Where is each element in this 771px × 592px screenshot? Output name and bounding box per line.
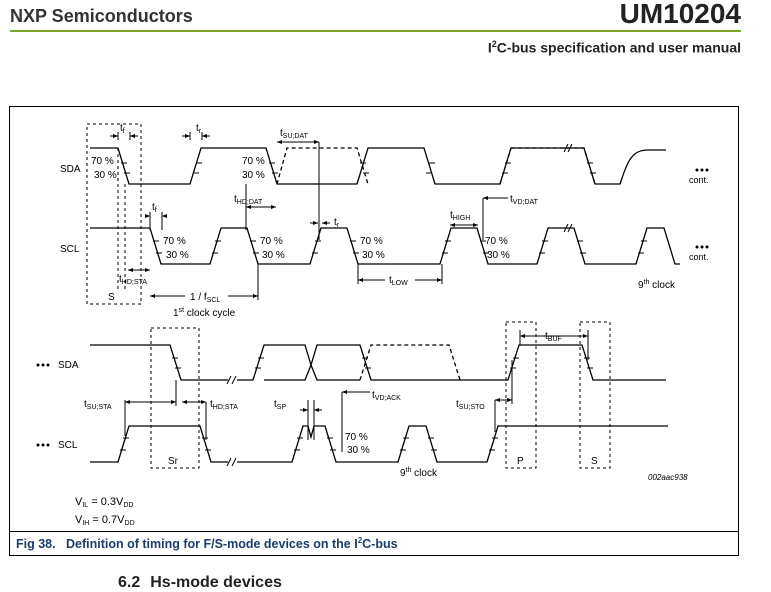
ninth-clock-label-upper: 9th clock <box>638 279 676 291</box>
tsudat-label: tSU;DAT <box>280 128 309 140</box>
svg-text:70 %: 70 % <box>485 236 508 247</box>
stop-label: P <box>517 456 524 467</box>
thigh-label: tHIGH <box>450 210 470 222</box>
lower-sda-low <box>264 363 360 381</box>
tsusta-label: tSU;STA <box>84 399 112 411</box>
svg-text:70 %: 70 % <box>91 156 114 167</box>
upper-sda-label: SDA <box>60 164 81 175</box>
svg-text:70 %: 70 % <box>242 156 265 167</box>
first-clock-label: 1st clock cycle <box>173 307 236 319</box>
start-label: S <box>108 292 115 303</box>
tsp-label: tSP <box>274 399 286 411</box>
svg-text:30 %: 30 % <box>166 250 189 261</box>
figure-caption-rule <box>10 531 738 532</box>
tr-label: tr <box>196 123 202 135</box>
lower-scl-waveform <box>90 425 668 463</box>
svg-text:30 %: 30 % <box>262 250 285 261</box>
upper-sda-waveform <box>90 147 666 185</box>
upper-break-marks <box>563 143 573 233</box>
diagram-labels: SDA SCL cont. cont. 70 % 30 % 70 % 30 % … <box>58 123 709 527</box>
continuation-dots <box>36 168 709 447</box>
document-id: UM10204 <box>619 0 741 29</box>
vih-note: VIH = 0.7VDD <box>75 514 135 527</box>
thddat-label: tHD;DAT <box>234 194 263 206</box>
start-condition-box <box>86 123 142 305</box>
start-label-lower: S <box>591 456 598 467</box>
tf-label: tf <box>120 123 125 135</box>
tlow-label: tLOW <box>389 275 408 287</box>
repeated-start-box <box>150 327 200 469</box>
section-number: 6.2 <box>118 574 141 591</box>
thdsta-label: tHD;STA <box>119 274 147 286</box>
document-subtitle: I2C-bus specification and user manual <box>487 39 741 56</box>
lower-scl-label: SCL <box>58 440 78 451</box>
upper-sda-data-dashed <box>276 147 596 185</box>
tvddat-label: tVD;DAT <box>510 194 539 206</box>
figure-frame <box>9 106 739 556</box>
upper-timing <box>90 147 680 265</box>
second-start-box <box>579 321 611 469</box>
lower-sda-label: SDA <box>58 360 79 371</box>
tbuf-label: tBUF <box>545 331 562 343</box>
vil-note: VIL = 0.3VDD <box>75 496 133 509</box>
section-heading: 6.2 Hs-mode devices <box>118 574 282 592</box>
tvdack-label: tVD;ACK <box>372 390 401 402</box>
period-label: 1 / fSCL <box>190 292 220 304</box>
svg-text:70 %: 70 % <box>163 236 186 247</box>
upper-scl-slope-marks <box>153 240 647 254</box>
svg-text:30 %: 30 % <box>487 250 510 261</box>
lower-sda-waveform <box>90 344 666 381</box>
lower-slope-marks <box>120 357 593 451</box>
company-name: NXP Semiconductors <box>10 6 193 26</box>
tsusto-label: tSU;STO <box>456 399 485 411</box>
repeated-start-label: Sr <box>168 456 179 467</box>
cont-label-scl: cont. <box>689 252 709 262</box>
upper-sda-slope-marks <box>121 162 596 174</box>
upper-scl-label: SCL <box>60 244 80 255</box>
svg-text:70 %: 70 % <box>260 236 283 247</box>
lower-sda-dashed <box>359 344 461 381</box>
stop-condition-box <box>505 321 537 469</box>
svg-text:30 %: 30 % <box>94 170 117 181</box>
upper-timing-arrows <box>110 132 508 300</box>
svg-text:30 %: 30 % <box>362 250 385 261</box>
svg-text:30 %: 30 % <box>347 445 370 456</box>
ninth-clock-label-lower: 9th clock <box>400 467 438 479</box>
header-rule <box>10 30 741 32</box>
section-title: Hs-mode devices <box>150 574 282 591</box>
lower-break-marks <box>226 375 237 467</box>
upper-scl-waveform <box>90 227 680 265</box>
figure-code: 002aac938 <box>648 473 688 482</box>
lower-timing <box>90 344 668 463</box>
tr-scl-label: tr <box>334 217 340 229</box>
svg-text:70 %: 70 % <box>345 432 368 443</box>
figure-caption: Fig 38. Definition of timing for F/S-mod… <box>16 536 398 552</box>
thdsta-lower-label: tHD;STA <box>210 399 238 411</box>
tf-scl-label: tf <box>152 202 157 214</box>
cont-label-sda: cont. <box>689 175 709 185</box>
svg-text:70 %: 70 % <box>360 236 383 247</box>
lower-timing-arrows <box>124 330 589 452</box>
svg-text:30 %: 30 % <box>242 170 265 181</box>
